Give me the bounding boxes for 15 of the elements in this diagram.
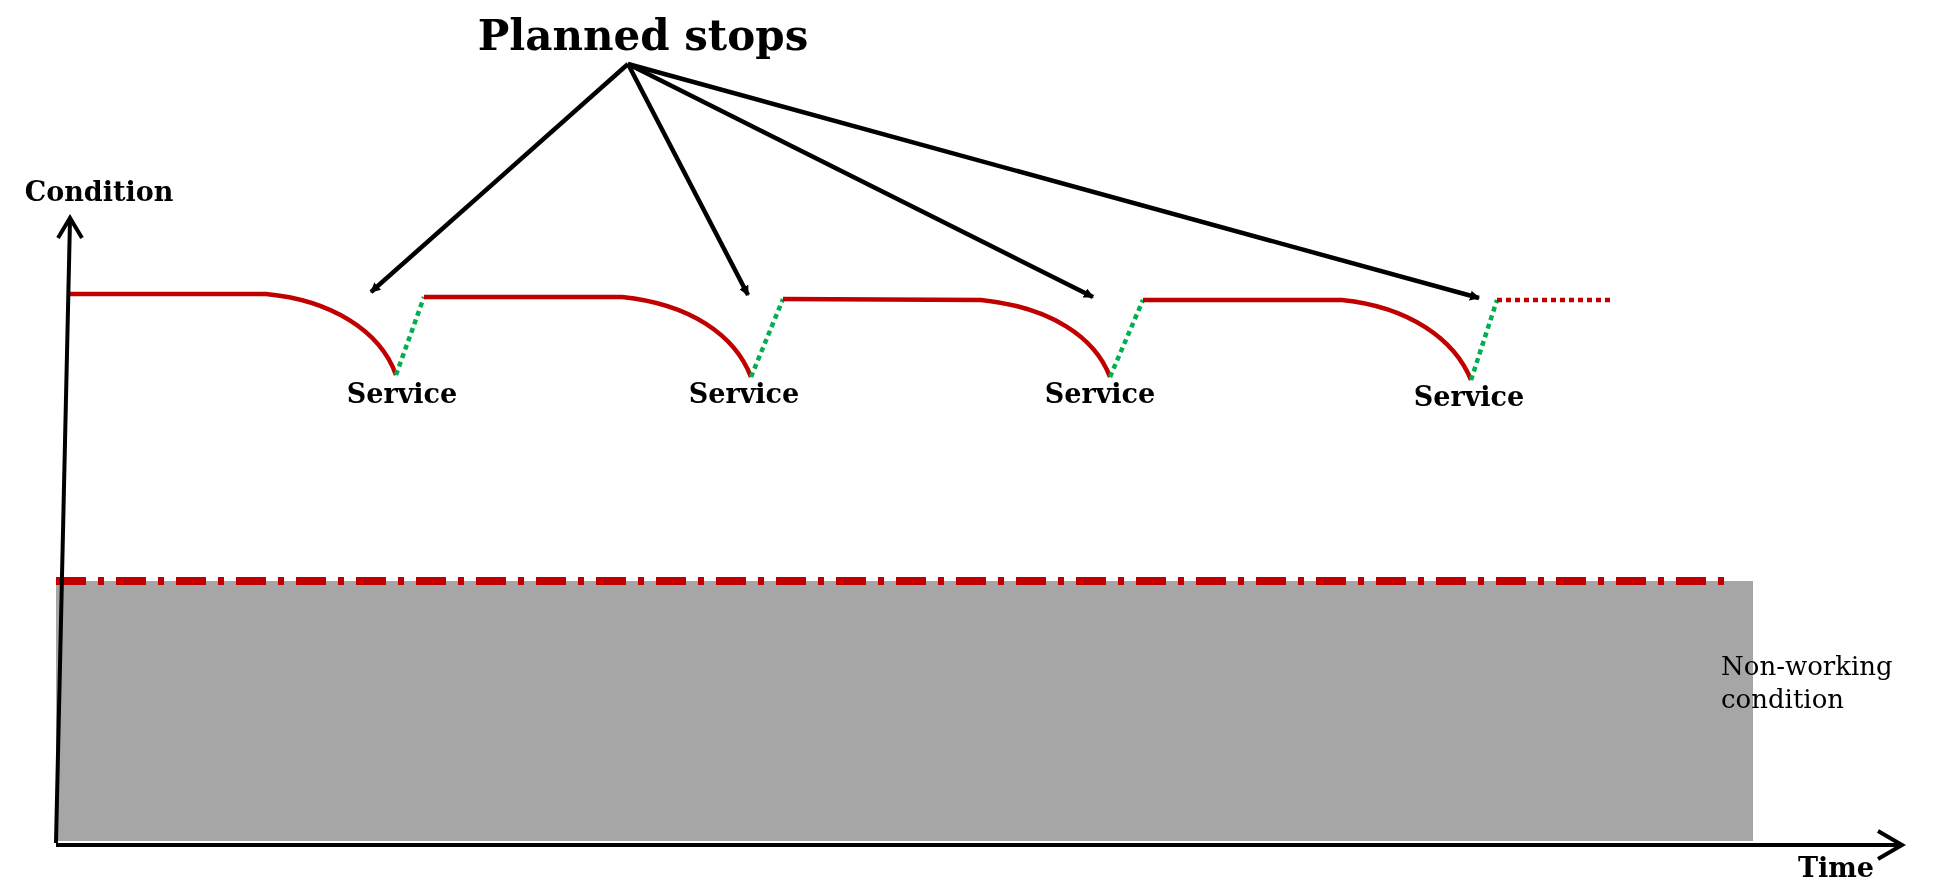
condition-curve-segment <box>783 296 1146 378</box>
heading-text: Planned stops <box>477 10 809 60</box>
condition-curve-segment <box>1143 297 1500 381</box>
service-label: Service <box>1044 377 1156 411</box>
axis-label: Time <box>1797 851 1875 883</box>
service-label: Service <box>1413 380 1525 414</box>
arrow <box>627 62 1094 299</box>
arrow <box>369 62 630 294</box>
arrow <box>627 61 1480 301</box>
zone-label: Non-working condition <box>1721 649 1894 715</box>
service-label: Service <box>688 377 800 411</box>
service-label: Service <box>346 377 458 411</box>
condition-curve-segment <box>424 294 786 378</box>
axis-label: Condition <box>24 175 174 209</box>
condition-curve-segment <box>70 291 427 376</box>
